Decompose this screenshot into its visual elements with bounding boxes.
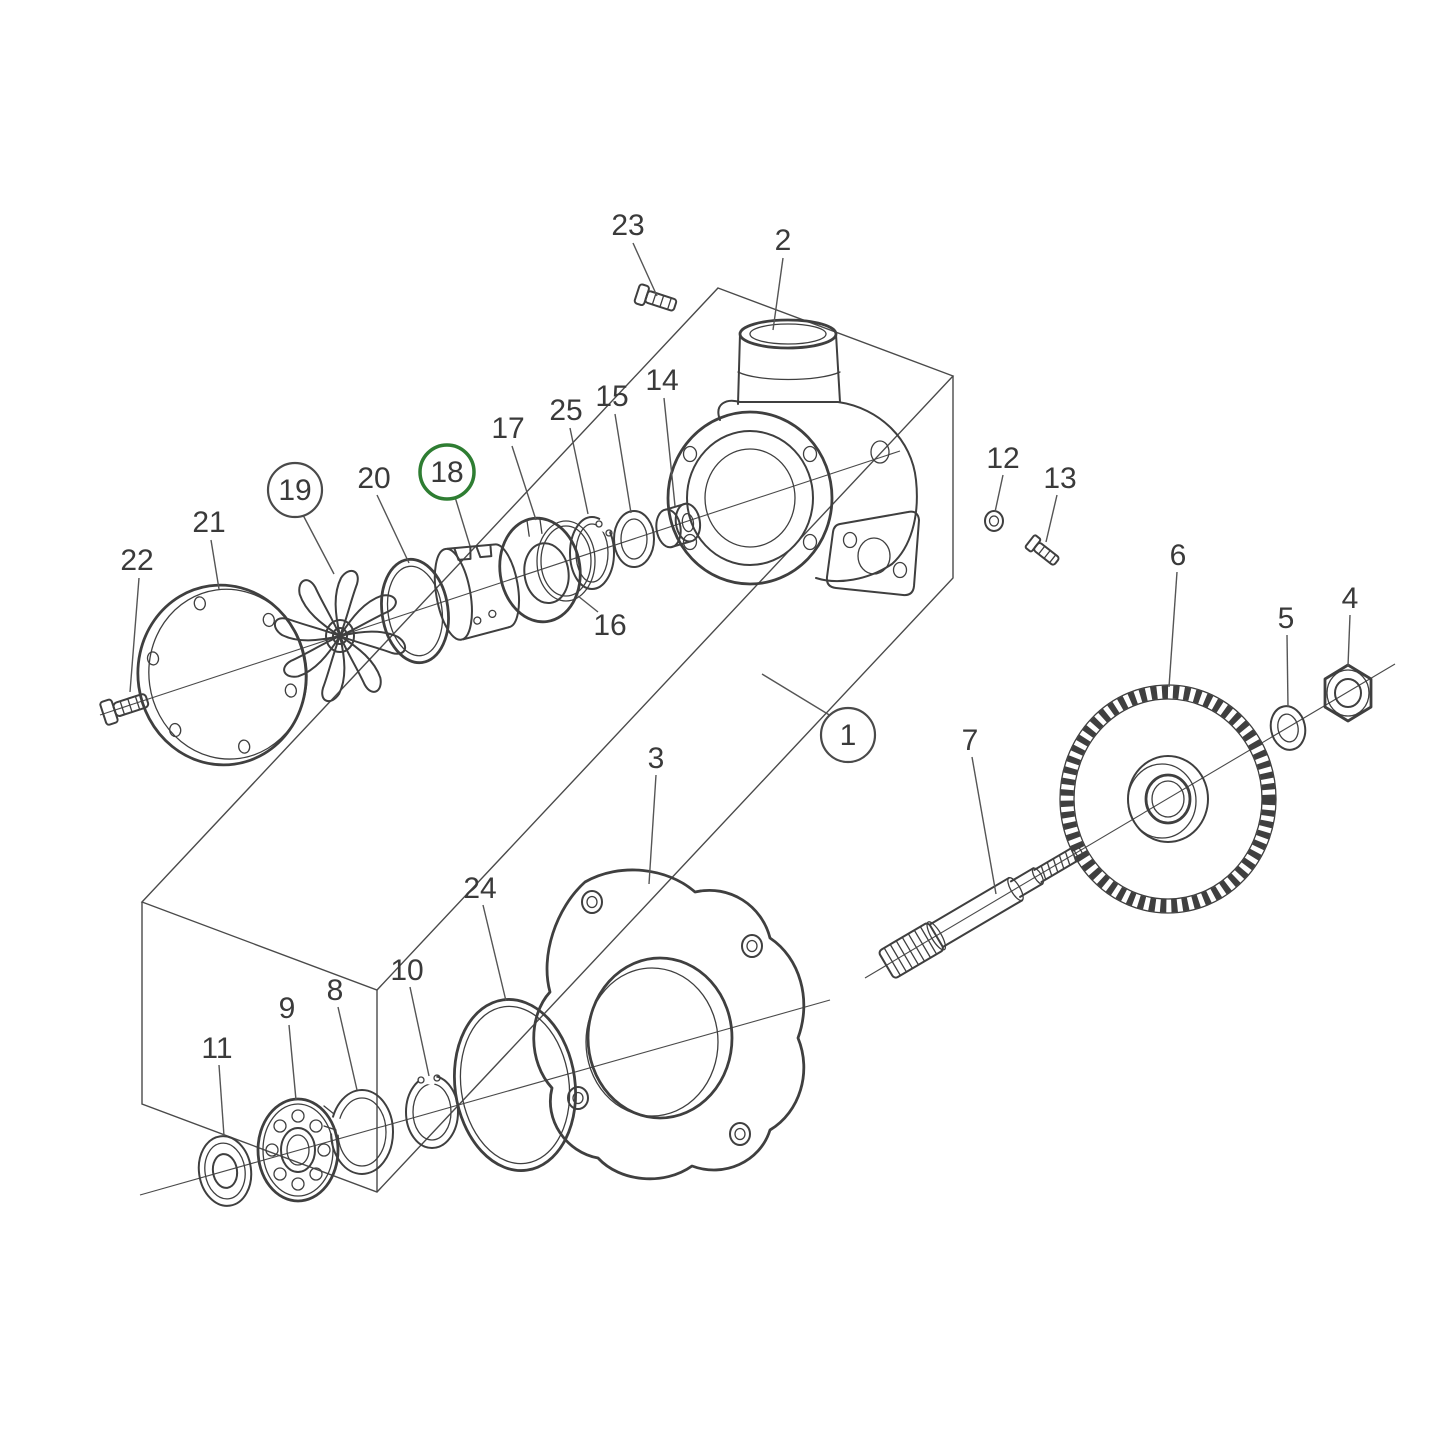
callout-2[interactable]: 2 (775, 224, 792, 257)
callout-12[interactable]: 12 (986, 442, 1019, 475)
part-11-seal-ring (197, 1135, 253, 1207)
svg-text:8: 8 (327, 974, 344, 1007)
callout-6[interactable]: 6 (1170, 539, 1187, 572)
svg-text:13: 13 (1043, 462, 1076, 495)
part-16-ring (536, 520, 596, 602)
part-6-gear (1059, 684, 1277, 914)
callout-4[interactable]: 4 (1342, 582, 1359, 615)
part-10-circlip (405, 1068, 459, 1149)
svg-text:6: 6 (1170, 539, 1187, 572)
part-22-screw (99, 693, 150, 726)
part-12-washer (984, 510, 1004, 532)
part-17-wear-plate (498, 516, 582, 624)
part-2-pump-housing (666, 318, 920, 597)
part-13-screw (1024, 534, 1060, 566)
svg-text:9: 9 (279, 992, 296, 1025)
svg-text:20: 20 (357, 462, 390, 495)
callout-14[interactable]: 14 (645, 364, 678, 397)
part-19-impeller (273, 569, 407, 703)
callout-9[interactable]: 9 (279, 992, 296, 1025)
svg-text:3: 3 (648, 742, 665, 775)
svg-text:11: 11 (201, 1032, 232, 1065)
svg-text:12: 12 (986, 442, 1019, 475)
svg-text:14: 14 (645, 364, 678, 397)
callout-18-label: 18 (430, 456, 463, 489)
svg-text:2: 2 (775, 224, 792, 257)
callout-8[interactable]: 8 (327, 974, 344, 1007)
part-15-ring (613, 510, 655, 568)
callout-19-ring (266, 461, 324, 519)
svg-text:25: 25 (549, 394, 582, 427)
callout-11[interactable]: 11 (201, 1032, 232, 1065)
part-3-bearing-housing (532, 868, 806, 1181)
callout-10[interactable]: 10 (390, 954, 423, 987)
callout-5[interactable]: 5 (1278, 602, 1295, 635)
svg-text:24: 24 (463, 872, 496, 905)
callout-1-label: 1 (840, 719, 857, 752)
callout-25[interactable]: 25 (549, 394, 582, 427)
svg-text:23: 23 (611, 209, 644, 242)
part-4-nut (1323, 663, 1373, 723)
svg-text:21: 21 (192, 506, 225, 539)
part-5-washer (1269, 705, 1307, 751)
callout-23[interactable]: 23 (611, 209, 644, 242)
svg-text:17: 17 (491, 412, 524, 445)
callout-3[interactable]: 3 (648, 742, 665, 775)
part-7-shaft (878, 845, 1084, 979)
part-21-cover-plate (136, 583, 308, 767)
highlight-ring (418, 443, 476, 501)
leader-lines (129, 242, 1351, 1137)
part-24-o-ring (452, 998, 578, 1172)
callout-1-ring (819, 706, 877, 764)
callout-7[interactable]: 7 (962, 724, 979, 757)
callout-15[interactable]: 15 (595, 380, 628, 413)
assembly-centerlines (99, 450, 1396, 1196)
part-23-screw (633, 283, 678, 312)
callout-1[interactable]: 1 (819, 706, 877, 764)
callout-13[interactable]: 13 (1043, 462, 1076, 495)
svg-text:22: 22 (120, 544, 153, 577)
callout-18-highlighted[interactable]: 18 (418, 443, 476, 501)
callout-16[interactable]: 16 (593, 609, 626, 642)
callout-19[interactable]: 19 (266, 461, 324, 519)
callout-17[interactable]: 17 (491, 412, 524, 445)
part-9-bearing (256, 1097, 340, 1203)
callout-20[interactable]: 20 (357, 462, 390, 495)
callouts: 1 2 3 4 5 6 7 8 9 10 11 (120, 209, 1358, 1065)
callout-24[interactable]: 24 (463, 872, 496, 905)
callout-21[interactable]: 21 (192, 506, 225, 539)
svg-text:5: 5 (1278, 602, 1295, 635)
callout-19-label: 19 (278, 474, 311, 507)
svg-text:15: 15 (595, 380, 628, 413)
svg-text:16: 16 (593, 609, 626, 642)
svg-text:7: 7 (962, 724, 979, 757)
svg-text:4: 4 (1342, 582, 1359, 615)
callout-22[interactable]: 22 (120, 544, 153, 577)
part-25-circlip (569, 515, 615, 590)
svg-text:10: 10 (390, 954, 423, 987)
